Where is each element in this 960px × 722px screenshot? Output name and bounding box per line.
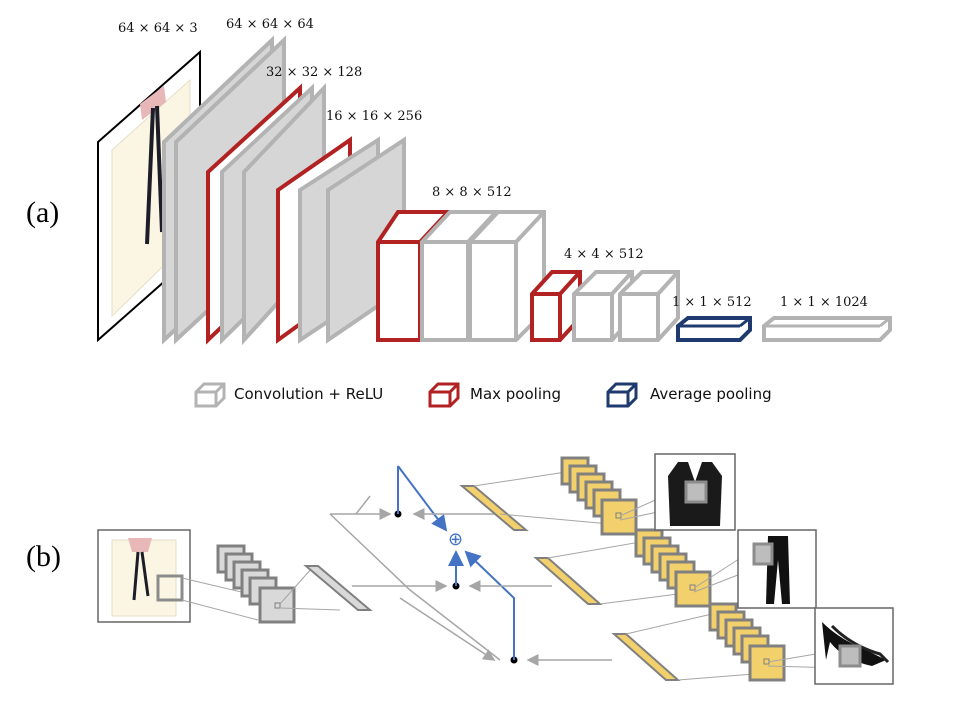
shoes-image [814,607,894,685]
panel-label-a: (a) [26,196,60,229]
dim-conv5: 4 × 4 × 512 [564,247,644,262]
legend-avgpool-icon [606,382,638,408]
dim-input: 64 × 64 × 3 [118,21,198,36]
legend: Convolution + ReLU Max pooling Average p… [194,382,772,408]
legend-maxpool-label: Max pooling [470,385,561,403]
dim-avgpool: 1 × 1 × 512 [672,295,752,310]
legend-avgpool-label: Average pooling [650,385,772,403]
dim-conv3: 16 × 16 × 256 [326,109,422,124]
jacket-image [654,453,736,531]
dim-conv1: 64 × 64 × 64 [226,17,314,32]
maxpool4-layer [530,270,582,342]
conv4-block [420,210,546,342]
gray-vector-slab [303,565,373,611]
yellow-slab-middle [533,557,603,605]
blouse-input-image [97,529,191,623]
avgpool-layer [676,316,752,342]
yellow-feature-stack-bottom [708,602,786,682]
legend-conv-icon [194,382,226,408]
gray-feature-stack [216,544,296,624]
dim-fc: 1 × 1 × 1024 [780,295,868,310]
yellow-slab-bottom [611,633,681,681]
pants-image [737,529,817,609]
fusion-sum-symbol: ⊕ [448,529,463,550]
legend-conv-label: Convolution + ReLU [234,385,383,403]
conv5-block [572,270,680,342]
yellow-slab-top [459,485,529,531]
panel-label-b: (b) [26,540,61,573]
legend-maxpool-icon [428,382,460,408]
fc-layer [762,316,892,342]
dim-conv2: 32 × 32 × 128 [266,65,362,80]
yellow-feature-stack-middle [634,528,712,608]
dim-conv4: 8 × 8 × 512 [432,185,512,200]
